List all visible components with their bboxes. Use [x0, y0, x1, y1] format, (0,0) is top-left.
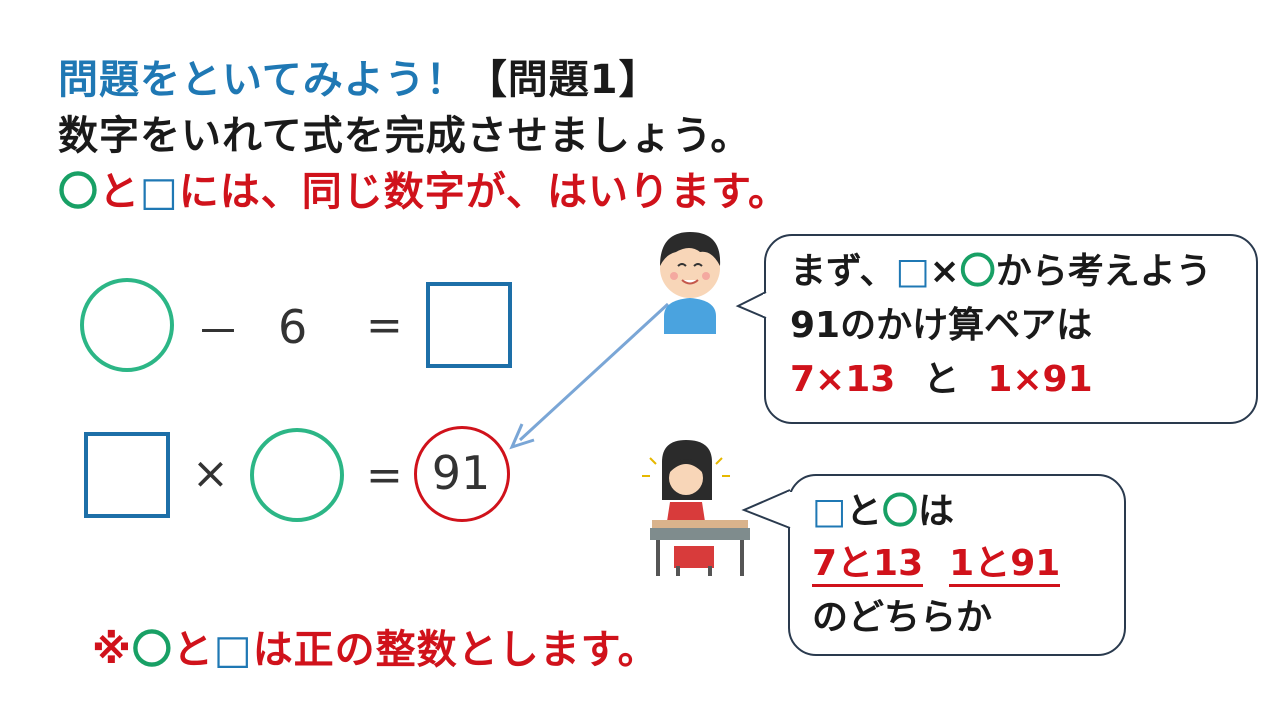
girl-character-icon [642, 440, 750, 576]
boy-bubble-line1: まず、□×〇から考えよう [790, 248, 1212, 296]
boy-line1-post: から考えよう [995, 251, 1212, 292]
equation2-equals: = [366, 450, 403, 501]
girl-option2: 1と91 [949, 543, 1061, 587]
girl-circle-symbol: 〇 [882, 491, 919, 532]
girl-bubble-line2: 7と13 1と91 [812, 540, 1061, 588]
equation1-circle-blank[interactable] [80, 278, 174, 372]
equation1-equals: = [366, 300, 403, 351]
note-to: と [172, 627, 214, 673]
boy-and: と [923, 359, 960, 400]
equation2-times: × [192, 448, 229, 499]
boy-pair1: 7×13 [790, 359, 896, 400]
girl-bubble-line1: □と〇は [812, 488, 954, 536]
boy-character-icon [660, 232, 721, 334]
equation2-result: 91 [431, 446, 491, 500]
square-symbol: □ [140, 169, 179, 215]
equation1-minus: － [196, 307, 240, 358]
arrow-to-result [509, 302, 670, 450]
note-mark: ※ [92, 627, 132, 673]
title-problem-number: 【問題1】 [466, 57, 660, 103]
result-circle [414, 426, 510, 522]
note-circle-symbol: 〇 [131, 627, 173, 673]
note-square-symbol: □ [213, 627, 253, 673]
equation1-number: 6 [278, 300, 308, 354]
boy-square-symbol: □ [895, 251, 930, 292]
equation2-circle-blank[interactable] [250, 428, 344, 522]
boy-bubble-line3: 7×13 と 1×91 [790, 356, 1093, 404]
girl-to: と [846, 491, 883, 532]
girl-speech-bubble [788, 474, 1126, 656]
note-text: ※〇と□は正の整数とします。 [92, 626, 659, 674]
girl-option1: 7と13 [812, 543, 924, 587]
equation1-square-blank[interactable] [426, 282, 512, 368]
circle-symbol: 〇 [58, 169, 99, 215]
girl-wa: は [918, 491, 955, 532]
boy-circle-symbol: 〇 [959, 251, 996, 292]
hint-text: 〇と□には、同じ数字が、はいります。 [58, 168, 789, 216]
equation2-square-blank[interactable] [84, 432, 170, 518]
boy-speech-bubble [764, 234, 1258, 424]
hint-to: と [99, 169, 140, 215]
boy-times: × [929, 251, 960, 292]
note-rest: は正の整数とします。 [252, 627, 659, 673]
hint-rest: には、同じ数字が、はいります。 [178, 169, 789, 215]
problem-title: 問題をといてみよう！【問題1】 [58, 56, 660, 104]
title-main: 問題をといてみよう！ [58, 57, 467, 103]
girl-bubble-line3: のどちらか [812, 597, 993, 638]
boy-pair2: 1×91 [987, 359, 1093, 400]
instruction-text: 数字をいれて式を完成させましょう。 [58, 113, 752, 159]
boy-line1-pre: まず、 [790, 251, 896, 292]
boy-bubble-line2: 91のかけ算ペアは [790, 305, 1093, 346]
girl-square-symbol: □ [812, 491, 847, 532]
